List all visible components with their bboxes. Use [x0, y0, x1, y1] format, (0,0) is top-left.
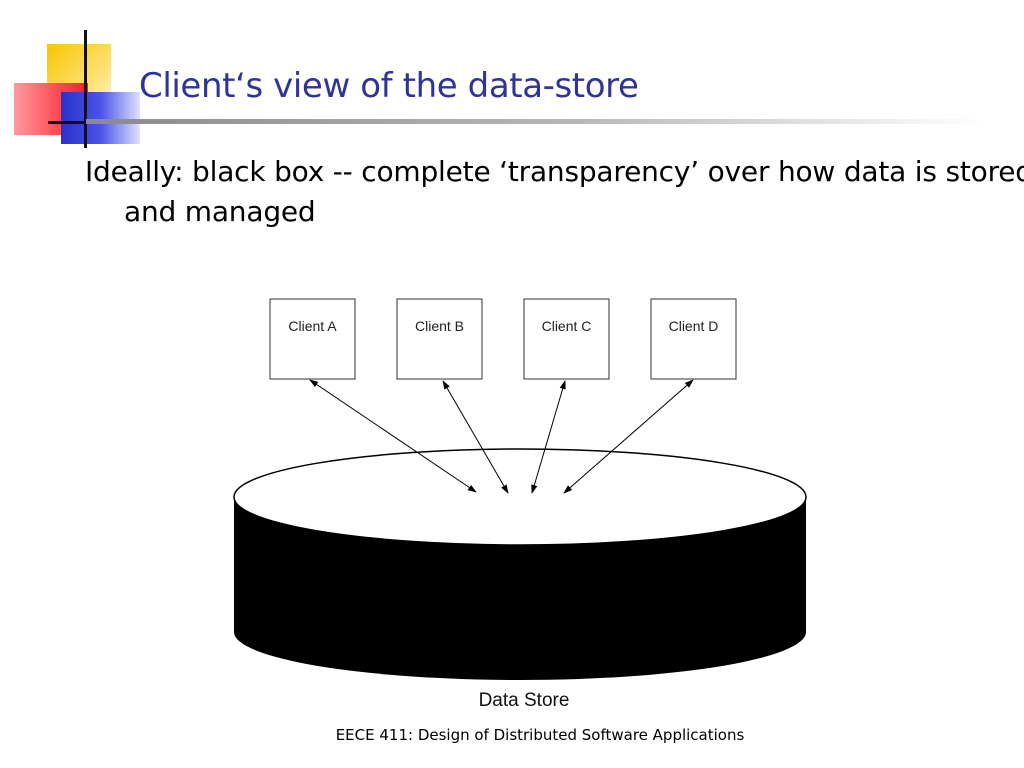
logo-vertical-line: [84, 30, 87, 148]
client-a-label: Client A: [288, 318, 337, 334]
arrow-client-d-store: [563, 379, 694, 494]
cylinder-body: [234, 497, 806, 680]
bullet-point: Ideally: black box -- complete ‘transpar…: [85, 155, 1024, 228]
client-a-node: Client A: [269, 298, 356, 380]
cylinder-top: [233, 448, 807, 546]
arrow-client-c-store: [531, 380, 566, 494]
client-b-node: Client B: [396, 298, 483, 380]
client-a-box: [269, 298, 356, 380]
slide-footer: EECE 411: Design of Distributed Software…: [335, 726, 745, 744]
slide-title: Client‘s view of the data-store: [139, 66, 639, 106]
client-d-box: [650, 298, 737, 380]
data-store-label: Data Store: [479, 690, 570, 711]
client-d-node: Client D: [650, 298, 737, 380]
logo-blue-square: [61, 92, 140, 144]
client-c-node: Client C: [523, 298, 610, 380]
data-store-cylinder: [233, 448, 807, 680]
client-b-label: Client B: [415, 318, 464, 334]
client-b-box: [396, 298, 483, 380]
client-d-label: Client D: [669, 318, 719, 334]
title-rule: [86, 119, 986, 124]
client-c-label: Client C: [542, 318, 592, 334]
arrow-client-b-store: [442, 380, 509, 494]
logo-horizontal-line: [48, 121, 100, 124]
slide-logo: [0, 0, 140, 160]
client-c-box: [523, 298, 610, 380]
